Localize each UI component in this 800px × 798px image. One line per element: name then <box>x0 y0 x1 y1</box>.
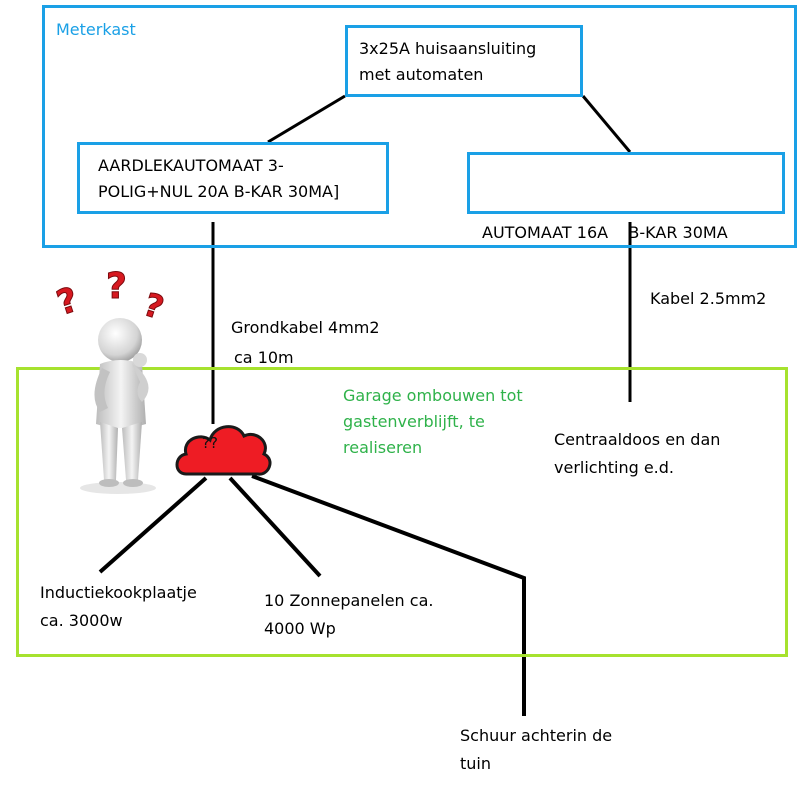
junction-cloud: ?? <box>172 414 274 480</box>
supply-line-1: 3x25A huisaansluiting <box>359 39 537 58</box>
ground-cable-label: Grondkabel 4mm2 ca 10m <box>231 313 380 373</box>
inductie-label: Inductiekookplaatje ca. 3000w <box>40 579 197 635</box>
zonne-line-1: 10 Zonnepanelen ca. <box>264 591 434 610</box>
schuur-line-2: tuin <box>460 754 491 773</box>
garage-title-line-3: realiseren <box>343 438 423 457</box>
junction-label: ?? <box>202 434 218 452</box>
question-marks-icon: ? ? ? <box>52 266 169 328</box>
svg-text:?: ? <box>56 280 83 324</box>
ground-cable-line-1: Grondkabel 4mm2 <box>231 318 380 337</box>
meterkast-title: Meterkast <box>56 20 136 39</box>
cloud-icon <box>175 425 272 476</box>
wire-supply-to-breaker <box>581 95 632 153</box>
zonne-line-2: 4000 Wp <box>264 619 336 638</box>
zonne-label: 10 Zonnepanelen ca. 4000 Wp <box>264 587 433 643</box>
schuur-line-1: Schuur achterin de <box>460 726 613 745</box>
breaker-label: AUTOMAAT 16A B-KAR 30MA <box>482 223 728 242</box>
supply-box: 3x25A huisaansluiting met automaten <box>345 25 583 97</box>
thinking-person-icon: ? ? ? <box>52 262 176 497</box>
inductie-line-1: Inductiekookplaatje <box>40 583 197 602</box>
rcbo-line-1: AARDLEKAUTOMAAT 3- <box>98 156 284 175</box>
schuur-label: Schuur achterin de tuin <box>460 722 612 778</box>
supply-line-2: met automaten <box>359 65 484 84</box>
garage-title-line-2: gastenverblijft, te <box>343 412 485 431</box>
svg-text:?: ? <box>139 285 168 327</box>
wire-supply-to-rcbo <box>267 94 346 144</box>
breaker-box: AUTOMAAT 16A B-KAR 30MA <box>467 152 785 242</box>
wire-to-schuur <box>251 474 526 716</box>
garage-frame <box>16 367 788 657</box>
wire-to-zonne <box>228 476 322 578</box>
centraaldoos-line-1: Centraaldoos en dan <box>554 430 721 449</box>
wire-to-inductie <box>98 476 208 574</box>
kabel-label: Kabel 2.5mm2 <box>650 289 767 308</box>
centraaldoos-line-2: verlichting e.d. <box>554 458 674 477</box>
thinking-person-drawing: ? ? ? <box>52 266 169 494</box>
rcbo-line-2: POLIG+NUL 20A B-KAR 30MA] <box>98 182 340 201</box>
svg-text:?: ? <box>106 266 127 307</box>
ground-cable-line-2: ca 10m <box>234 348 294 367</box>
centraaldoos-label: Centraaldoos en dan verlichting e.d. <box>554 426 720 482</box>
inductie-line-2: ca. 3000w <box>40 611 123 630</box>
rcbo-box: AARDLEKAUTOMAAT 3- POLIG+NUL 20A B-KAR 3… <box>77 142 389 214</box>
garage-title-line-1: Garage ombouwen tot <box>343 386 523 405</box>
garage-title: Garage ombouwen tot gastenverblijft, te … <box>343 383 523 461</box>
meterkast-frame <box>42 5 797 248</box>
